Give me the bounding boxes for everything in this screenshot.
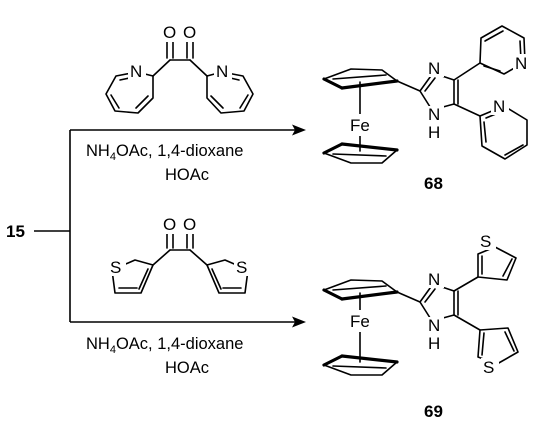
reagent-1-atom-n2: N [216,62,228,81]
reagent-2-atom-s1: S [110,258,121,277]
conditions-2-line-1: NH4OAc, 1,4-dioxane [86,335,243,356]
reagent-1-atom-n1: N [130,62,142,81]
conditions-2-line-2: HOAc [165,359,209,377]
reagent-thenil [111,233,249,294]
product-68-atom-fe: Fe [350,116,370,135]
product-68-label: 68 [424,174,443,193]
product-69-atom-s1: S [480,232,491,251]
reagent-1-atom-o1: O [163,23,176,42]
reagent-2-atom-o1: O [163,215,176,234]
product-68-atom-h: H [428,123,440,142]
product-69-atom-h: H [428,334,440,353]
product-68 [322,25,528,164]
product-69 [322,246,519,376]
product-68-atom-npy1: N [515,54,527,73]
branch-lines [34,129,296,323]
product-69-label: 69 [424,402,443,421]
reagent-1-atom-o2: O [183,23,196,42]
starting-material-label: 15 [6,222,25,241]
product-69-atom-s2: S [483,358,494,377]
product-69-atom-n1: N [428,316,440,335]
conditions-1-line-2: HOAc [165,166,209,184]
conditions-1-line-1: NH4OAc, 1,4-dioxane [86,142,243,163]
product-69-atom-n3: N [428,270,440,289]
arrow-head-top [292,124,306,136]
reagent-2-atom-o2: O [183,215,196,234]
reagent-2-atom-s2: S [236,258,247,277]
arrow-head-bottom [292,316,306,328]
product-68-atom-n3: N [428,59,440,78]
product-68-atom-npy2: N [493,97,505,116]
product-68-atom-n1: N [428,105,440,124]
product-69-atom-fe: Fe [350,312,370,331]
